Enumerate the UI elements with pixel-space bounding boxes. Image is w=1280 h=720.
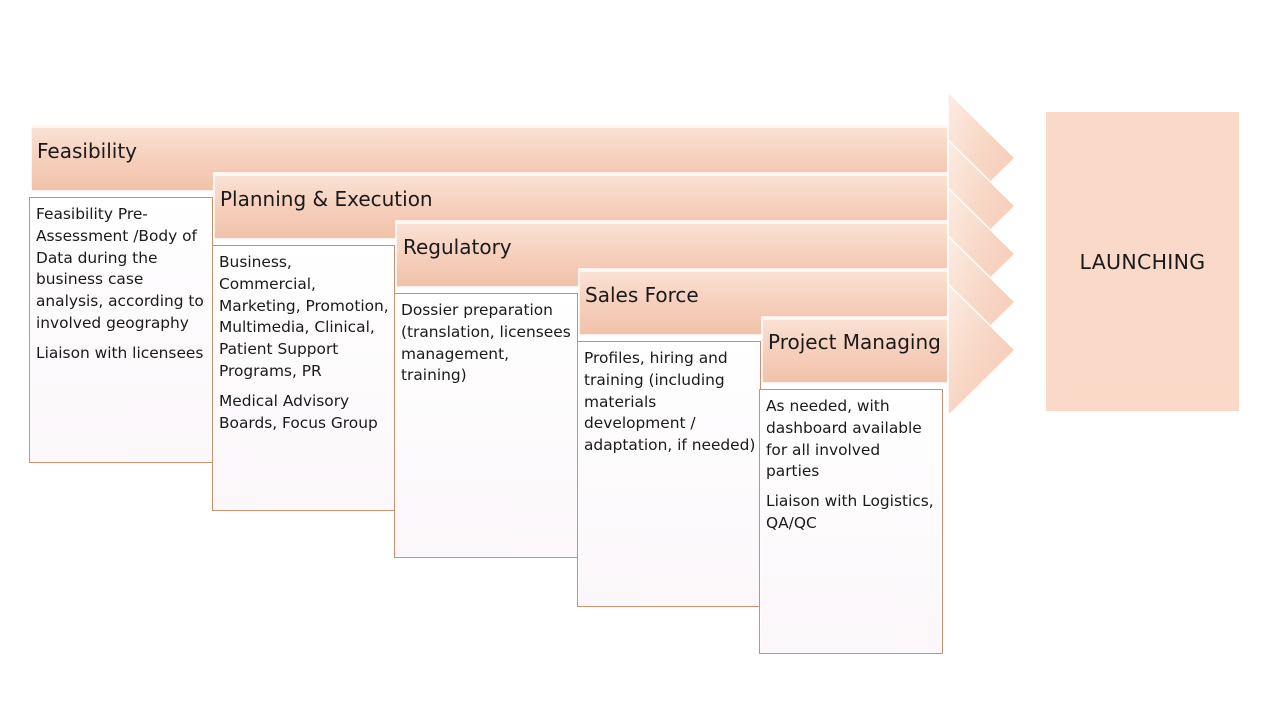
stage-title-project-managing: Project Managing	[768, 330, 941, 354]
stage-box-sales-force: Profiles, hiring and training (including…	[577, 341, 761, 607]
stage-arrow-head	[947, 282, 1017, 418]
stage-arrow-project-managing	[761, 282, 1017, 418]
stage-text: As needed, with dashboard available for …	[766, 397, 922, 481]
launching-box: LAUNCHING	[1046, 112, 1239, 411]
stage-box-planning: Business, Commercial, Marketing, Promoti…	[212, 245, 395, 511]
stage-text: Business, Commercial, Marketing, Promoti…	[219, 253, 389, 380]
stage-box-regulatory: Dossier preparation (translation, licens…	[394, 293, 578, 558]
stage-text: Profiles, hiring and training (including…	[584, 349, 756, 455]
launching-label: LAUNCHING	[1079, 249, 1206, 274]
stage-text: Liaison with licensees	[36, 343, 204, 362]
stage-text: Liaison with Logistics, QA/QC	[766, 492, 934, 532]
stage-title-planning: Planning & Execution	[220, 187, 433, 211]
stage-title-feasibility: Feasibility	[37, 139, 137, 163]
stage-text: Dossier preparation (translation, licens…	[401, 301, 571, 385]
stage-text: Feasibility Pre-Assessment /Body of Data…	[36, 205, 204, 332]
stage-text: Medical Advisory Boards, Focus Group	[219, 391, 378, 432]
stage-arrow-bar	[761, 316, 949, 384]
stage-box-project-managing: As needed, with dashboard available for …	[759, 389, 943, 654]
stage-title-regulatory: Regulatory	[403, 235, 512, 259]
stage-box-feasibility: Feasibility Pre-Assessment /Body of Data…	[29, 197, 213, 463]
stage-title-sales-force: Sales Force	[585, 283, 699, 307]
